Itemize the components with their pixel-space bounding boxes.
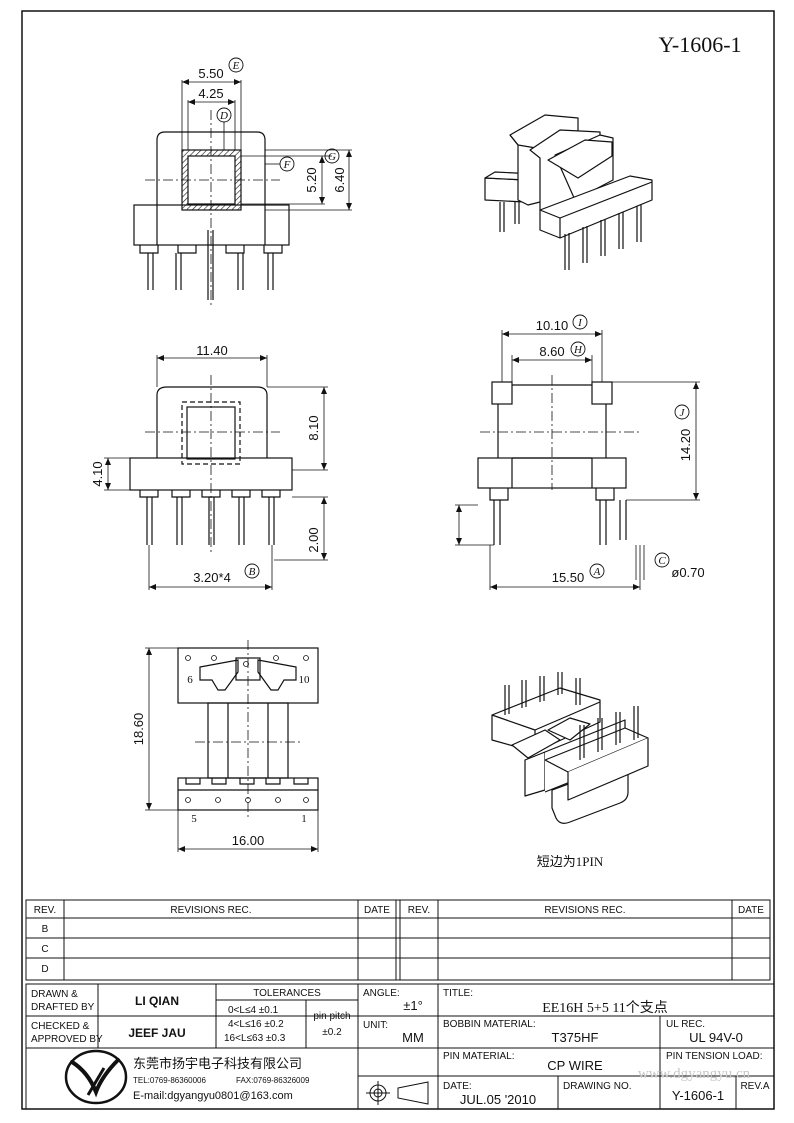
revisions-header-right: REVISIONS REC. xyxy=(544,905,625,916)
callout-a: A xyxy=(593,566,601,578)
callout-e-circle xyxy=(228,57,244,73)
dim-6-40: 6.40 xyxy=(332,167,347,192)
view-isometric-top xyxy=(484,114,653,270)
pin-label-10: 10 xyxy=(299,674,311,686)
view-isometric-bottom xyxy=(491,672,649,824)
dim-11-40: 11.40 xyxy=(196,343,228,358)
bobbin-label: BOBBIN MATERIAL: xyxy=(443,1019,536,1030)
pin-label-6: 6 xyxy=(187,674,193,686)
callout-b-circle xyxy=(244,563,260,579)
title-block xyxy=(25,983,775,1110)
dim-15-50: 15.50 xyxy=(552,570,585,585)
dim-8-60: 8.60 xyxy=(539,344,564,359)
callout-g-circle xyxy=(324,148,340,164)
rev-a: REV.A xyxy=(740,1081,769,1092)
drawing-no-label: DRAWING NO. xyxy=(563,1081,632,1092)
date-header-left: DATE xyxy=(364,905,390,916)
ul-label: UL REC. xyxy=(666,1019,705,1030)
dim-8-10: 8.10 xyxy=(306,415,321,440)
callout-d: D xyxy=(219,110,228,122)
callout-i-circle xyxy=(572,314,588,330)
rev-header-right: REV. xyxy=(408,905,430,916)
dim-2-00: 2.00 xyxy=(306,527,321,552)
pin-material-label: PIN MATERIAL: xyxy=(443,1051,515,1062)
pin-pitch-label: pin pitch xyxy=(313,1011,350,1022)
pin1-note: 短边为1PIN xyxy=(537,854,604,869)
callout-c-circle xyxy=(654,552,670,568)
checked-label-1: CHECKED & xyxy=(31,1021,90,1032)
company-fax: FAX:0769-86326009 xyxy=(236,1076,310,1085)
dim-16-00: 16.00 xyxy=(232,833,265,848)
tolerance-row-1: 0<L≤4 ±0.1 xyxy=(228,1005,279,1016)
drawn-label-1: DRAWN & xyxy=(31,989,78,1000)
callout-c: C xyxy=(658,555,666,567)
bobbin-value: T375HF xyxy=(552,1030,599,1045)
callout-e: E xyxy=(232,60,240,72)
projection-symbol-icon xyxy=(366,1081,429,1105)
watermark: www.dgyangyu.cn xyxy=(638,1066,751,1082)
drawn-value: LI QIAN xyxy=(135,994,179,1008)
title-value: EE16H 5+5 11个支点 xyxy=(542,1000,668,1016)
unit-label: UNIT: xyxy=(363,1020,388,1031)
callout-a-circle xyxy=(589,563,605,579)
callout-h-circle xyxy=(570,341,586,357)
company-tel: TEL:0769-86360006 xyxy=(133,1076,207,1085)
angle-label: ANGLE: xyxy=(363,988,400,999)
rev-row-b: B xyxy=(42,924,49,935)
view-front-top xyxy=(133,79,352,305)
dim-4-25: 4.25 xyxy=(198,86,223,101)
callout-f-circle xyxy=(279,156,295,172)
dim-5-20: 5.20 xyxy=(304,167,319,192)
date-label: DATE: xyxy=(443,1081,472,1092)
callout-j: J xyxy=(680,407,686,419)
company-logo xyxy=(64,1049,128,1105)
pin-material-value: CP WIRE xyxy=(547,1058,603,1073)
callout-j-circle xyxy=(674,404,690,420)
rev-row-d: D xyxy=(41,964,48,975)
pin-label-1: 1 xyxy=(301,813,307,825)
revisions-header-left: REVISIONS REC. xyxy=(170,905,251,916)
checked-label-2: APPROVED BY xyxy=(31,1034,103,1045)
tolerance-row-3: 16<L≤63 ±0.3 xyxy=(224,1033,286,1044)
tolerance-row-2: 4<L≤16 ±0.2 xyxy=(228,1019,284,1030)
pin-label-5: 5 xyxy=(191,813,197,825)
dim-18-60: 18.60 xyxy=(131,713,146,746)
dim-10-10: 10.10 xyxy=(536,318,569,333)
sheet-title-number: Y-1606-1 xyxy=(658,32,741,57)
date-header-right: DATE xyxy=(738,905,764,916)
ul-value: UL 94V-0 xyxy=(689,1030,743,1045)
callout-f: F xyxy=(283,159,291,171)
callout-d-circle xyxy=(216,107,232,123)
date-value: JUL.05 '2010 xyxy=(460,1092,536,1107)
unit-value: MM xyxy=(402,1030,424,1045)
pin-tension-label: PIN TENSION LOAD: xyxy=(666,1051,763,1062)
view-side-right xyxy=(455,330,700,590)
tolerances-label: TOLERANCES xyxy=(253,988,321,999)
callout-i: I xyxy=(577,317,583,329)
dim-3-20x4: 3.20*4 xyxy=(193,570,231,585)
company-name: 东莞市扬宇电子科技有限公司 xyxy=(133,1056,302,1071)
drawing-no-value: Y-1606-1 xyxy=(672,1088,724,1103)
revisions-table xyxy=(25,899,771,981)
callout-b: B xyxy=(249,566,256,578)
company-email: E-mail:dgyangyu0801@163.com xyxy=(133,1090,293,1102)
rev-header-left: REV. xyxy=(34,905,56,916)
drawn-label-2: DRAFTED BY xyxy=(31,1002,95,1013)
dim-pin-diameter: ø0.70 xyxy=(671,565,704,580)
pin-pitch-value: ±0.2 xyxy=(322,1027,342,1038)
title-label: TITLE: xyxy=(443,988,473,999)
dim-4-10: 4.10 xyxy=(90,461,105,486)
angle-value: ±1° xyxy=(403,998,423,1013)
callout-h: H xyxy=(573,344,583,356)
view-side-left xyxy=(104,355,328,590)
dim-14-20: 14.20 xyxy=(678,429,693,462)
rev-row-c: C xyxy=(41,944,48,955)
callout-g: G xyxy=(328,151,336,163)
checked-value: JEEF JAU xyxy=(128,1026,185,1040)
dim-5-50: 5.50 xyxy=(198,66,223,81)
view-bottom xyxy=(145,640,319,852)
